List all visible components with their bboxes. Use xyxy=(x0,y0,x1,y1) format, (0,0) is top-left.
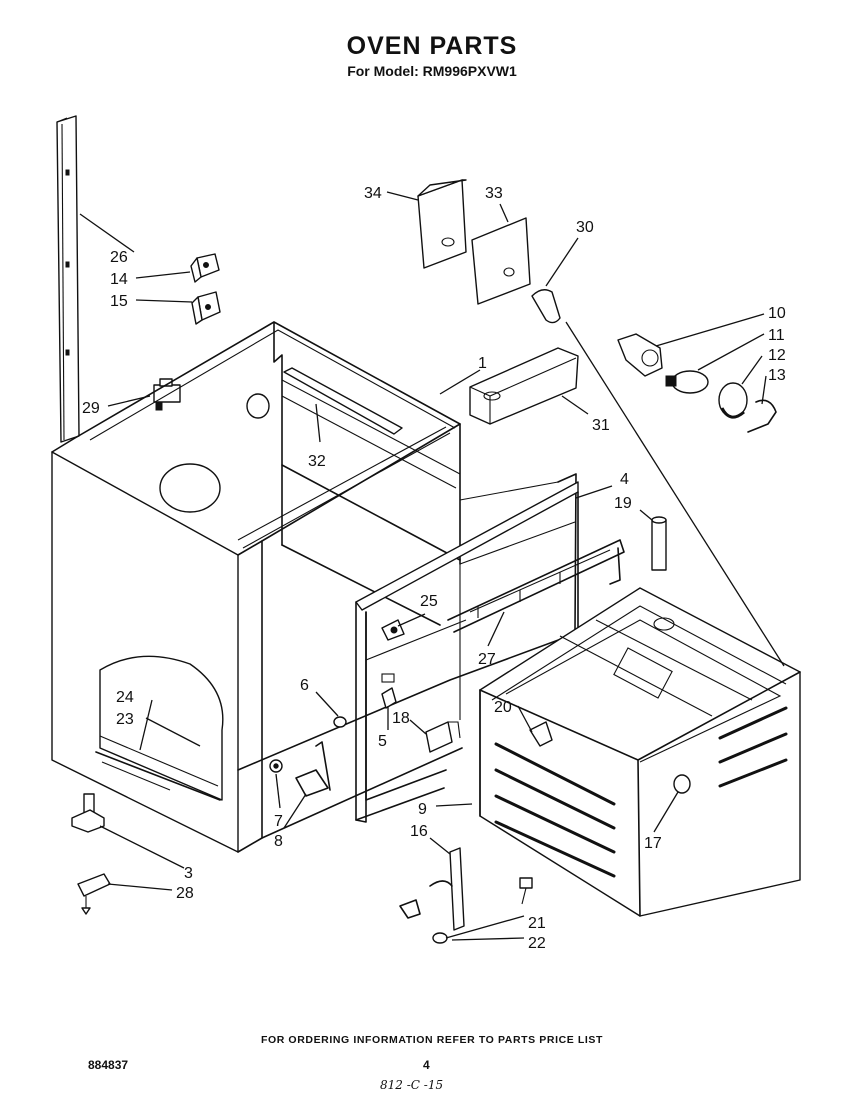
oven-liner-9 xyxy=(479,587,801,917)
light-socket-10 xyxy=(617,333,663,377)
hinge-16 xyxy=(399,847,465,931)
tube-19 xyxy=(651,516,667,571)
callout-labels: 26 14 15 29 34 33 30 1 31 32 10 11 12 13… xyxy=(82,185,786,952)
callout-4: 4 xyxy=(620,471,629,488)
callout-9: 9 xyxy=(418,801,427,818)
callout-23: 23 xyxy=(116,711,134,728)
washer-22 xyxy=(432,932,448,944)
bar-32 xyxy=(283,367,403,435)
page-title: OVEN PARTS xyxy=(346,32,518,60)
callout-5: 5 xyxy=(378,733,387,750)
callout-15: 15 xyxy=(110,293,128,310)
screw-21 xyxy=(519,877,533,905)
callout-33: 33 xyxy=(485,185,503,202)
handwritten-code: 812 -C -15 xyxy=(380,1078,444,1092)
page-number: 4 xyxy=(423,1058,430,1072)
callout-11: 11 xyxy=(768,327,785,344)
callout-1: 1 xyxy=(478,355,487,372)
plug-17 xyxy=(673,774,691,794)
bracket-28 xyxy=(77,873,111,915)
bracket-18 xyxy=(425,721,461,753)
callout-21: 21 xyxy=(528,915,546,932)
callout-10: 10 xyxy=(768,305,786,322)
callout-25: 25 xyxy=(420,593,438,610)
callout-34: 34 xyxy=(364,185,382,202)
callout-22: 22 xyxy=(528,935,546,952)
part-5 xyxy=(381,687,397,709)
document-number: 884837 xyxy=(88,1058,129,1072)
callout-18: 18 xyxy=(392,710,410,727)
callout-17: 17 xyxy=(644,835,662,852)
clip-14 xyxy=(190,253,220,283)
callout-12: 12 xyxy=(768,347,786,364)
elbow-30 xyxy=(531,289,561,324)
clip-20 xyxy=(529,721,553,747)
callout-26: 26 xyxy=(110,249,128,266)
lens-clip-13 xyxy=(747,399,777,433)
model-subtitle: For Model: RM996PXVW1 xyxy=(347,63,517,79)
callout-16: 16 xyxy=(410,823,428,840)
callout-27: 27 xyxy=(478,651,496,668)
ordering-info-note: FOR ORDERING INFORMATION REFER TO PARTS … xyxy=(260,1034,604,1046)
callout-31: 31 xyxy=(592,417,610,434)
switch-29 xyxy=(153,378,181,411)
callout-7: 7 xyxy=(274,813,283,830)
clip-15 xyxy=(191,291,221,325)
bracket-8 xyxy=(295,741,331,797)
callout-14: 14 xyxy=(110,271,128,288)
leader-lines xyxy=(79,191,785,941)
fastener-25 xyxy=(381,619,405,641)
leveling-leg-3 xyxy=(71,793,105,833)
cover-33 xyxy=(471,217,531,305)
part-7 xyxy=(269,759,283,773)
side-trim-strip xyxy=(56,115,80,443)
cover-34 xyxy=(417,179,467,269)
light-bulb-11 xyxy=(665,370,709,394)
callout-28: 28 xyxy=(176,885,194,902)
callout-3: 3 xyxy=(184,865,193,882)
vent-box-31 xyxy=(469,347,579,425)
oven-cabinet-1 xyxy=(51,321,581,853)
part-6 xyxy=(333,716,347,728)
callout-13: 13 xyxy=(768,367,786,384)
callout-20: 20 xyxy=(494,699,512,716)
callout-6: 6 xyxy=(300,677,309,694)
callout-8: 8 xyxy=(274,833,283,850)
callout-19: 19 xyxy=(614,495,632,512)
callout-29: 29 xyxy=(82,400,100,417)
callout-24: 24 xyxy=(116,689,134,706)
callout-32: 32 xyxy=(308,453,326,470)
light-lens-12 xyxy=(718,382,748,419)
callout-30: 30 xyxy=(576,219,594,236)
rack-guide-27 xyxy=(447,539,625,633)
